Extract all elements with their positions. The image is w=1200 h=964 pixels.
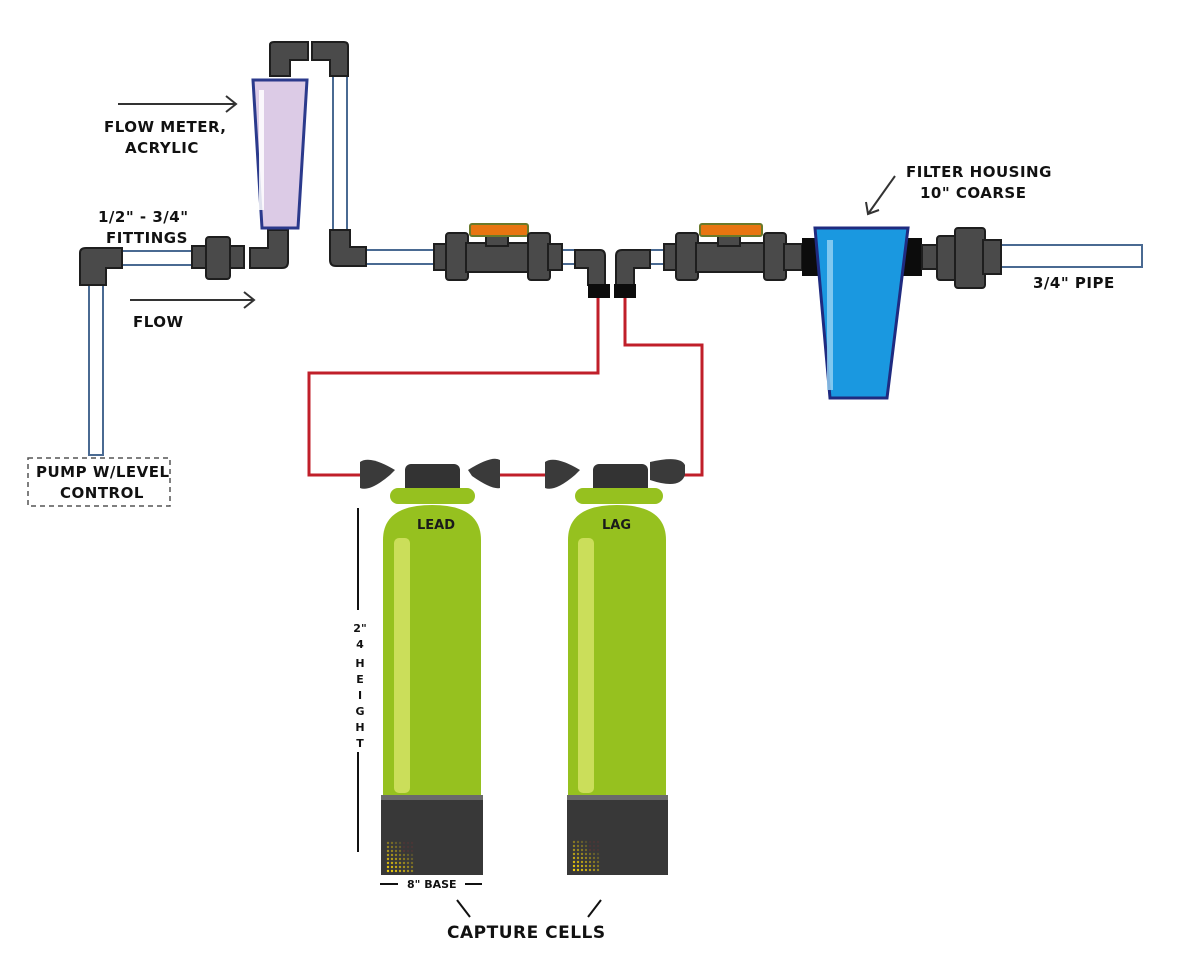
fittings-label-line-1: 1/2" - 3/4" [98, 208, 189, 226]
filter-housing-icon [813, 226, 910, 400]
led-indicator-lead [386, 841, 414, 873]
elbow-fitting-meter-bottom [249, 229, 289, 269]
ball-valve-icon [663, 223, 803, 281]
arrow-icon [865, 175, 896, 216]
flow-meter-icon [251, 78, 309, 230]
elbow-fitting [79, 247, 123, 286]
height-label-char: G [355, 705, 364, 718]
flow-meter-label-line-1: FLOW METER, [104, 118, 226, 136]
union-fitting-right [229, 245, 245, 269]
elbow-fitting-top-left [269, 41, 309, 77]
height-label-char: 2" [353, 622, 366, 635]
fittings [79, 41, 1002, 298]
pipe-label: 3/4" PIPE [1033, 274, 1115, 292]
base-label: 8" BASE [407, 878, 457, 891]
lead-label: LEAD [417, 518, 455, 533]
capture-cell-tank-icon [360, 458, 500, 875]
pump-label-line-2: CONTROL [60, 484, 144, 502]
pipe-inlet-horizontal [117, 250, 195, 266]
filter-label-line-1: FILTER HOUSING [906, 163, 1052, 181]
union-fitting-left [191, 245, 207, 269]
arrow-icon [130, 291, 256, 309]
tubing-connector-left [588, 284, 610, 298]
pump-label-line-1: PUMP W/LEVEL [36, 463, 170, 481]
pipe-outlet [994, 244, 1143, 268]
elbow-fitting-valve-1 [329, 229, 367, 267]
tubing-to-lead [307, 298, 600, 477]
height-label-char: 4 [356, 638, 364, 651]
arrow-icon [118, 95, 238, 113]
valve-handle [469, 223, 529, 237]
pipe-to-valve-1 [354, 249, 441, 265]
flow-label: FLOW [133, 313, 184, 331]
tubing [307, 298, 704, 477]
pipe-riser [88, 279, 104, 456]
fittings-label-line-2: FITTINGS [106, 229, 188, 247]
height-label-char: H [355, 657, 364, 670]
elbow-fitting-tee-right [615, 249, 651, 286]
capture-cells-label: CAPTURE CELLS [447, 923, 606, 943]
pipe-meter-return [332, 69, 348, 241]
pump-box [27, 457, 171, 507]
valve-handle [699, 223, 763, 237]
capture-cell-tank-icon [545, 459, 685, 875]
height-label-char: E [356, 673, 364, 686]
ball-valve-icon [433, 223, 563, 281]
led-indicator-lag [572, 840, 600, 872]
union-fitting-outlet [954, 227, 986, 289]
height-label-char: H [355, 721, 364, 734]
union-fitting-body [205, 236, 231, 280]
height-label-char: T [356, 737, 364, 750]
tubing-from-lag [623, 298, 704, 477]
callout-line-lag [587, 899, 602, 918]
flow-meter-label-line-2: ACRYLIC [125, 139, 199, 157]
callout-line-lead [456, 899, 471, 918]
elbow-fitting-top-right [311, 41, 349, 77]
tubing-connector-right [614, 284, 636, 298]
lag-label: LAG [602, 518, 631, 533]
filter-label-line-2: 10" COARSE [920, 184, 1026, 202]
height-label-char: I [358, 689, 362, 702]
elbow-fitting-tee-left [574, 249, 606, 286]
